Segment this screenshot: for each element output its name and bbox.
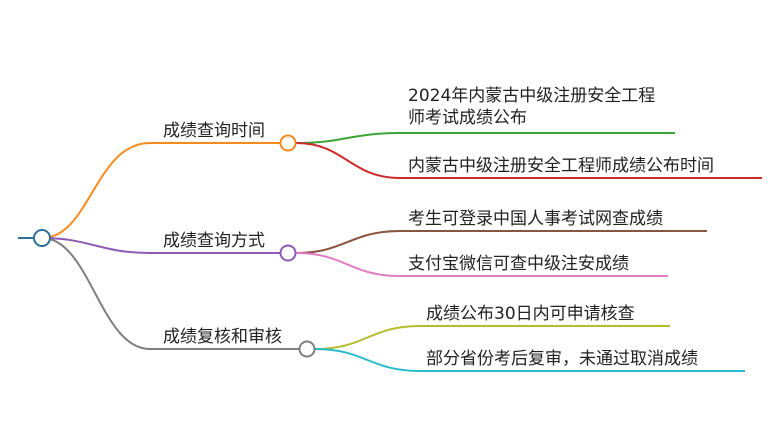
child-connector-1-1: [295, 132, 675, 144]
branch-node-3[interactable]: [298, 340, 316, 358]
child-connector-3-2: [314, 348, 745, 372]
branch-label-2: 成绩查询方式: [163, 231, 265, 251]
child-label-3-1: 成绩公布30日内可申请核查: [426, 304, 635, 324]
child-label-1-1: 2024年内蒙古中级注册安全工程师考试成绩公布: [408, 86, 656, 128]
child-connector-3-1: [314, 325, 670, 350]
branch-connector-2: [41, 237, 288, 254]
branch-node-1[interactable]: [279, 134, 297, 152]
branch-connector-1: [41, 142, 288, 239]
root-node[interactable]: [33, 229, 51, 247]
branch-label-1: 成绩查询时间: [163, 121, 265, 141]
branch-node-2[interactable]: [279, 244, 297, 262]
branch-connector-3: [41, 237, 307, 350]
branch-label-3: 成绩复核和审核: [163, 327, 282, 347]
child-label-2-2: 支付宝微信可查中级注安成绩: [408, 254, 629, 274]
child-label-1-2: 内蒙古中级注册安全工程师成绩公布时间: [408, 156, 714, 176]
child-label-2-1: 考生可登录中国人事考试网查成绩: [408, 209, 663, 229]
child-connector-2-2: [295, 252, 668, 277]
child-connector-1-2: [295, 142, 762, 179]
child-label-3-2: 部分省份考后复审，未通过取消成绩: [426, 349, 698, 369]
child-connector-2-1: [295, 230, 707, 254]
